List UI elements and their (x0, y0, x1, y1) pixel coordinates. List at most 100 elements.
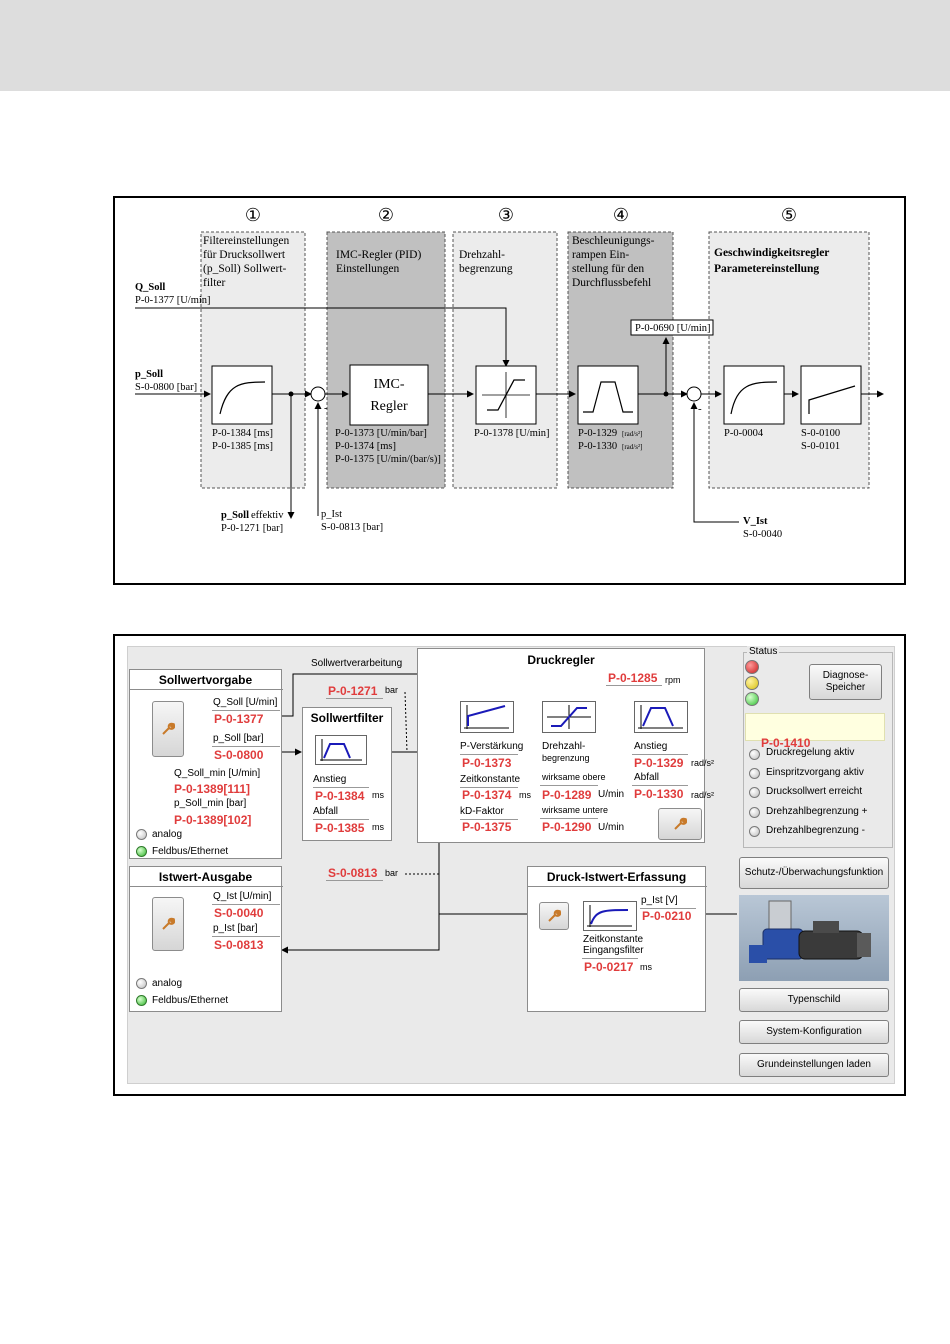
p-gain-curve-icon (460, 701, 514, 733)
p-soll-value[interactable]: S-0-0800 (214, 748, 264, 762)
p-soll-eff-param: P-0-1271 [bar] (221, 523, 283, 534)
status-led-2 (749, 768, 760, 779)
zeitkonst-label: Zeitkonstante (460, 774, 521, 785)
ramp-param-1: P-0-1329 (578, 428, 617, 439)
druckregler-settings-button[interactable] (658, 808, 702, 840)
p-ist-name: p_Ist (321, 509, 342, 520)
druckregler-title: Druckregler (527, 653, 595, 667)
istwert-title: Istwert-Ausgabe (158, 870, 253, 884)
status-led-4 (749, 807, 760, 818)
eingangsfilter-value[interactable]: P-0-0217 (584, 960, 634, 974)
rpm-value[interactable]: P-0-1285 (608, 671, 658, 685)
section-2-box (326, 231, 446, 489)
druck-p-ist-label: p_Ist [V] (641, 895, 678, 906)
q-soll-value[interactable]: P-0-1377 (214, 712, 264, 726)
section-4-title-line4: Durchflussbefehl (572, 277, 651, 289)
obere-value[interactable]: P-0-1289 (542, 788, 592, 802)
p1271-unit: bar (385, 685, 399, 695)
section-4-box (567, 231, 674, 489)
p-soll-min-value[interactable]: P-0-1389[102] (174, 813, 252, 827)
ramp-curve-icon (634, 701, 688, 733)
radio-feldbus-ist-label: Feldbus/Ethernet (152, 995, 229, 1006)
radio-analog-ist[interactable] (136, 978, 147, 989)
v-ist-feedback (690, 402, 739, 523)
istwert-settings-button[interactable] (152, 897, 184, 951)
limit-param: P-0-1378 [U/min] (474, 428, 550, 439)
zeitkonst-unit: ms (519, 790, 531, 800)
filter-abfall-value[interactable]: P-0-1385 (315, 821, 365, 835)
section-5-title-line2: Parametereinstellung (714, 263, 819, 275)
speed-control-block-diagram: ① ② ③ ④ ⑤ Filtereinstellungen für Drucks… (113, 196, 906, 585)
section-1-title-line3: (p_Soll) Sollwert- (203, 263, 287, 275)
drehzahl-label-1: Drehzahl- (542, 741, 586, 752)
status-led-3 (749, 787, 760, 798)
filter-param-1: P-0-1384 [ms] (212, 428, 273, 439)
section-4-title-line3: stellung für den (572, 263, 644, 275)
imc-param-2: P-0-1374 [ms] (335, 441, 396, 452)
p-ist-param: S-0-0813 [bar] (321, 522, 383, 533)
druckregler-panel: Druckregler P-0-1285 rpm P-Verstärkung P… (417, 648, 714, 843)
p1410-value[interactable]: P-0-1410 (761, 736, 811, 750)
step-number-3: ③ (498, 205, 514, 225)
system-konfiguration-button[interactable]: System-Konfiguration (739, 1020, 889, 1044)
imc-param-1: P-0-1373 [U/min/bar] (335, 428, 427, 439)
kd-value[interactable]: P-0-1375 (462, 820, 512, 834)
grundeinstellungen-button[interactable]: Grundeinstellungen laden (739, 1053, 889, 1077)
imc-label-1: IMC- (373, 377, 404, 392)
v-ist-param: S-0-0040 (743, 529, 782, 540)
obere-label: wirksame obere (542, 772, 606, 782)
q-soll-min-value[interactable]: P-0-1389[111] (174, 782, 251, 796)
p-ist-value[interactable]: S-0-0813 (214, 938, 264, 952)
radio-feldbus-ist[interactable] (136, 995, 147, 1006)
section-5-title-line1: Geschwindigkeitsregler (714, 247, 829, 259)
filter-anstieg-value[interactable]: P-0-1384 (315, 789, 365, 803)
filter-abfall-unit: ms (372, 822, 384, 832)
section-4-title-line1: Beschleunigungs- (572, 235, 655, 247)
radio-feldbus-vorgabe[interactable] (136, 846, 147, 857)
status-title: Status (747, 646, 780, 657)
typenschild-button[interactable]: Typenschild (739, 988, 889, 1012)
section-1-box (200, 231, 306, 489)
traffic-light-icon (744, 659, 760, 707)
p-soll-eff-name: p_Soll (221, 510, 249, 521)
max-speed-box (630, 319, 714, 336)
radio-analog-label: analog (152, 829, 183, 840)
speed-ctrl-block-1 (723, 365, 785, 425)
imc-label-2: Regler (370, 399, 408, 414)
p-verst-value[interactable]: P-0-1373 (462, 756, 512, 770)
software-ui-screenshot: + - Sollwertverarbeitung Sollwertvorgabe… (113, 634, 906, 1096)
filter-param-2: P-0-1385 [ms] (212, 441, 273, 452)
q-ist-value[interactable]: S-0-0040 (214, 906, 264, 920)
druck-ist-settings-button[interactable] (539, 902, 569, 930)
schutz-button[interactable]: Schutz-/Überwachungsfunktion (739, 857, 889, 889)
diagnose-speicher-button[interactable]: Diagnose- Speicher (809, 664, 882, 700)
eingangsfilter-unit: ms (640, 962, 652, 972)
p1271-value[interactable]: P-0-1271 (328, 684, 378, 698)
radio-analog-vorgabe[interactable] (136, 829, 147, 840)
sollwertverarbeitung-label: Sollwertverarbeitung (311, 658, 403, 669)
wrench-icon (674, 817, 687, 830)
status-led-1 (749, 749, 760, 760)
zeitkonst-value[interactable]: P-0-1374 (462, 788, 512, 802)
dr-abfall-unit: rad/s² (691, 790, 715, 800)
sollwertvorgabe-settings-button[interactable] (152, 701, 184, 757)
p-soll-name: p_Soll (135, 369, 163, 380)
sollwertfilter-panel: Sollwertfilter Anstieg P-0-1384 ms Abfal… (302, 707, 392, 841)
s0813-unit: bar (385, 868, 399, 878)
untere-label: wirksame untere (542, 805, 609, 815)
s0813-value[interactable]: S-0-0813 (328, 866, 378, 880)
kd-label: kD-Faktor (460, 806, 504, 817)
status-item-1: Druckregelung aktiv (766, 747, 855, 758)
dr-anstieg-unit: rad/s² (691, 758, 715, 768)
v-ist-name: V_Ist (743, 516, 768, 527)
status-led-5 (749, 826, 760, 837)
druck-p-ist-value[interactable]: P-0-0210 (642, 909, 692, 923)
status-item-4: Drehzahlbegrenzung + (766, 806, 868, 817)
section-3-title-line1: Drehzahl- (459, 249, 505, 261)
radio-analog-ist-label: analog (152, 978, 183, 989)
istwert-ausgabe-panel: Istwert-Ausgabe Q_Ist [U/min] S-0-0040 p… (129, 866, 283, 1012)
dr-abfall-value[interactable]: P-0-1330 (634, 787, 684, 801)
imc-param-3: P-0-1375 [U/min/(bar/s)] (335, 454, 441, 465)
untere-value[interactable]: P-0-1290 (542, 820, 592, 834)
dr-anstieg-value[interactable]: P-0-1329 (634, 756, 684, 770)
